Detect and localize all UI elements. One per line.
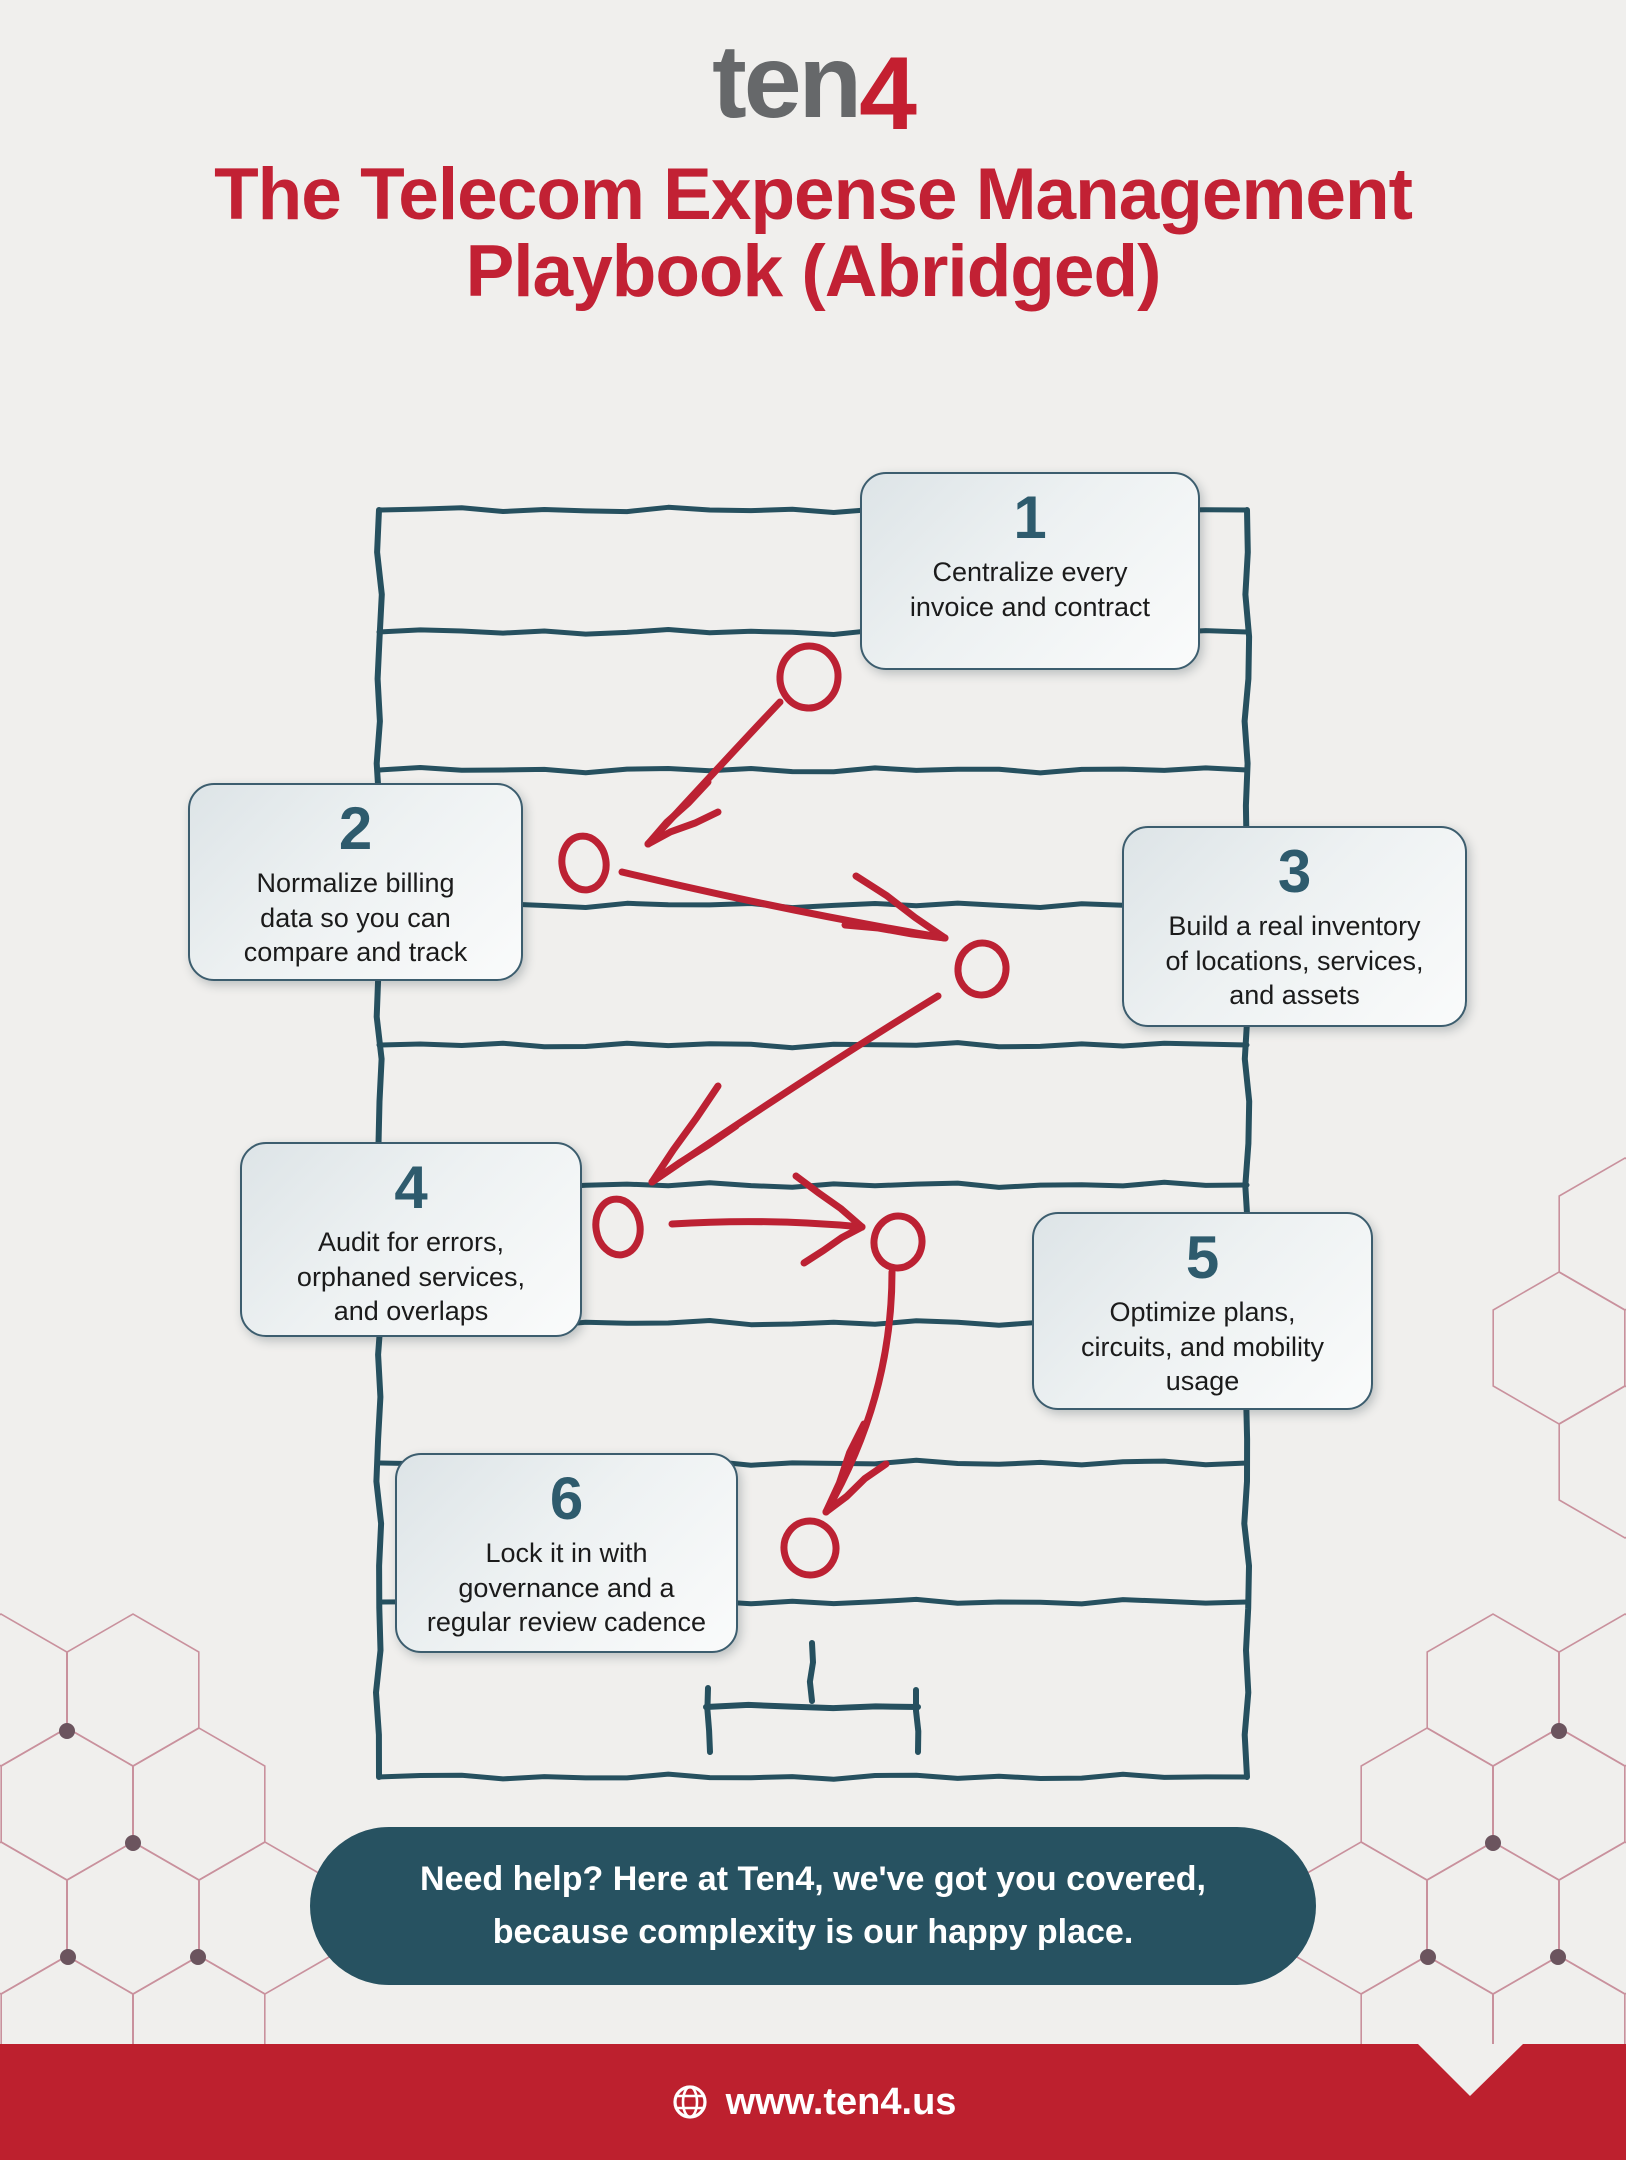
play-arrow-3-head xyxy=(648,1122,740,1186)
hex-node-dot xyxy=(59,1723,75,1739)
play-arrow-4-head xyxy=(792,1172,866,1231)
hex-decoration-right xyxy=(1426,1613,1560,1767)
hex-node-dot xyxy=(1550,1949,1566,1965)
step-text: Audit for errors, orphaned services, and… xyxy=(296,1227,526,1327)
play-circle-6 xyxy=(780,1517,840,1579)
play-circle-5 xyxy=(870,1212,926,1272)
hex-decoration-left xyxy=(0,1841,68,1995)
logo-four: 4 xyxy=(859,36,917,152)
play-circle-3 xyxy=(954,939,1010,999)
play-circle-2 xyxy=(558,832,610,894)
step-box-2: 2 Normalize billing data so you can comp… xyxy=(188,783,523,981)
help-banner: Need help? Here at Ten4, we've got you c… xyxy=(310,1827,1316,1985)
hex-decoration-left xyxy=(132,1727,266,1881)
hex-decoration-right xyxy=(1558,1157,1626,1311)
hex-decoration-left xyxy=(66,1613,200,1767)
hex-node-dot xyxy=(1420,1949,1436,1965)
yard-line xyxy=(376,1771,1250,1782)
step-box-6: 6 Lock it in with governance and a regul… xyxy=(395,1453,738,1653)
step-box-1: 1 Centralize every invoice and contract xyxy=(860,472,1200,670)
hex-decoration-right xyxy=(1558,1613,1626,1767)
tee-marker xyxy=(704,1685,713,1755)
hex-decoration-right xyxy=(1360,1727,1494,1881)
step-text: Centralize every invoice and contract xyxy=(909,557,1151,622)
hex-decoration-right xyxy=(1558,1841,1626,1995)
play-arrow-5-head xyxy=(822,1460,890,1516)
play-arrow-4-head xyxy=(800,1223,866,1267)
yard-line xyxy=(376,765,1250,776)
step-number: 2 xyxy=(338,795,373,862)
hex-decoration-left xyxy=(0,1613,68,1767)
play-arrow-1-head xyxy=(644,778,712,848)
hex-node-dot xyxy=(1485,1835,1501,1851)
play-arrow-5 xyxy=(822,1268,896,1516)
step-number: 4 xyxy=(394,1154,428,1221)
hex-node-dot xyxy=(60,1949,76,1965)
logo-ten: ten xyxy=(712,24,862,140)
step-box-3: 3 Build a real inventory of locations, s… xyxy=(1122,826,1467,1027)
yard-line xyxy=(376,1040,1250,1051)
title-line-2: Playbook (Abridged) xyxy=(465,231,1162,313)
ten4-logo: ten4 xyxy=(0,30,1626,146)
hex-decoration-right xyxy=(1492,1271,1626,1425)
footer-bar: www.ten4.us xyxy=(0,2044,1626,2160)
step-text: Lock it in with governance and a regular… xyxy=(426,1538,707,1638)
title-line-1: The Telecom Expense Management xyxy=(214,154,1413,235)
step-text: Optimize plans, circuits, and mobility u… xyxy=(1080,1297,1325,1397)
step-text: Build a real inventory of locations, ser… xyxy=(1165,911,1424,1011)
tee-marker xyxy=(913,1687,922,1755)
help-banner-text: Need help? Here at Ten4, we've got you c… xyxy=(420,1860,1206,1951)
play-arrow-5-head xyxy=(822,1420,868,1516)
yard-line xyxy=(376,900,1250,911)
play-arrow-2-head xyxy=(852,872,949,942)
hex-node-dot xyxy=(125,1835,141,1851)
step-number: 5 xyxy=(1185,1224,1220,1291)
footer-url[interactable]: www.ten4.us xyxy=(725,2080,957,2123)
page-title: The Telecom Expense Management Playbook … xyxy=(0,156,1626,311)
field-right-edge xyxy=(1241,507,1254,1780)
hex-node-dot xyxy=(1551,1723,1567,1739)
play-circle-4 xyxy=(592,1195,644,1259)
hex-decoration-right xyxy=(1492,1727,1626,1881)
hex-node-dot xyxy=(190,1949,206,1965)
hex-decoration-left xyxy=(66,1841,200,1995)
step-box-5: 5 Optimize plans, circuits, and mobility… xyxy=(1032,1212,1373,1410)
step-number: 3 xyxy=(1277,838,1312,905)
play-circle-1 xyxy=(776,642,842,712)
hex-decoration-right xyxy=(1558,1385,1626,1539)
tee-marker xyxy=(703,1701,921,1712)
globe-icon xyxy=(672,2085,707,2119)
tee-marker xyxy=(806,1640,817,1704)
footer-notch xyxy=(1418,2044,1523,2096)
hex-decoration-left xyxy=(0,1727,134,1881)
play-arrow-3-head xyxy=(648,1082,722,1186)
play-arrow-2-head xyxy=(841,921,949,942)
hex-decoration-right xyxy=(1426,1841,1560,1995)
step-text: Normalize billing data so you can compar… xyxy=(243,868,468,968)
play-arrow-1-head xyxy=(644,808,722,848)
step-box-4: 4 Audit for errors, orphaned services, a… xyxy=(240,1142,582,1337)
play-arrow-4 xyxy=(668,1218,866,1231)
step-number: 6 xyxy=(549,1465,584,1532)
step-number: 1 xyxy=(1013,484,1047,551)
